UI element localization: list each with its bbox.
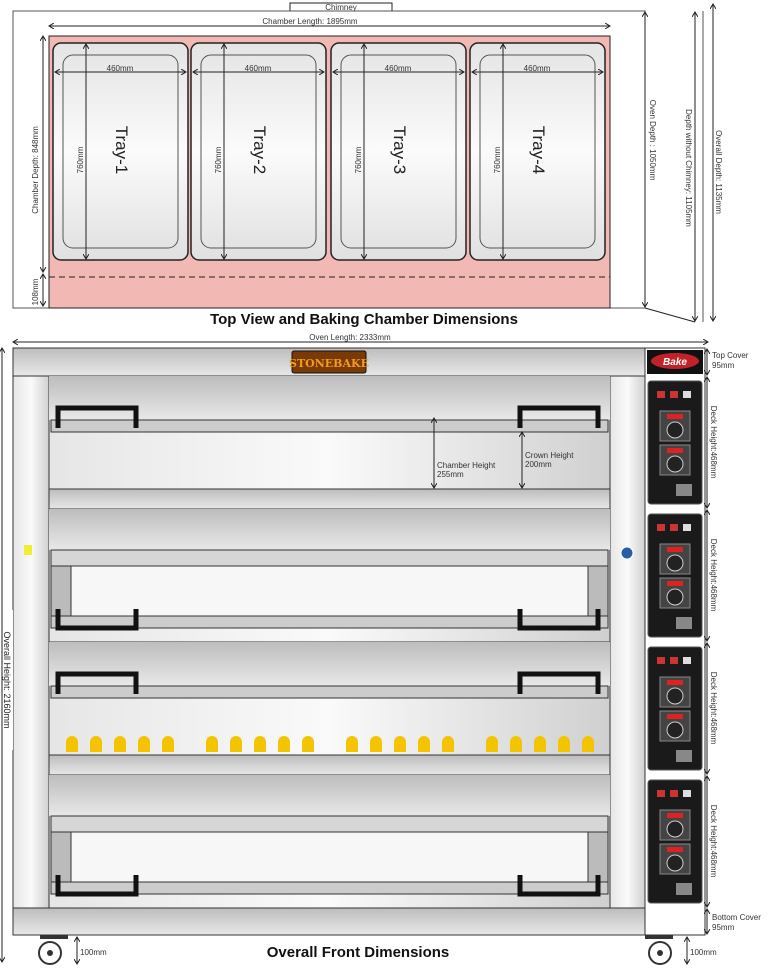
tray-3: 460mm 760mm Tray-3 [330,42,467,261]
tray-depth-label: 760mm [214,146,223,173]
stonebake-logo [291,350,367,374]
control-panel-4[interactable]: Deck Height:468mm [647,776,718,907]
overall-height-label: Overall Height: 2160mm [2,631,12,728]
burner-flame [66,736,78,752]
chimney-label: Chimney [325,3,357,12]
tray-label: Tray-1 [112,126,131,175]
temperature-knob-icon[interactable] [666,820,684,838]
tray-2: 460mm 760mm Tray-2 [190,42,327,261]
burner-flame [558,736,570,752]
chamber-length-label: Chamber Length: 1895mm [262,17,358,26]
leg-height-left: 100mm [80,948,107,957]
tray-depth-label: 760mm [354,146,363,173]
deck-height-label: Deck Height:468mm [709,805,718,878]
deck-3 [48,641,611,776]
tray-label: Tray-4 [529,126,548,175]
stonebake-logo-text: STONEBAKE [289,357,369,370]
leg-height-right: 100mm [690,948,717,957]
burner-flame [442,736,454,752]
burner-flame [510,736,522,752]
burner-flame [302,736,314,752]
crown-height-label: Crown Height [525,451,574,460]
door-handle[interactable] [55,671,139,694]
panel-logo-text: Bake [663,357,687,368]
deck-height-label: Deck Height:468mm [709,539,718,612]
steam-valve-icon[interactable] [620,546,634,560]
temperature-knob-icon[interactable] [666,421,684,439]
control-panel-1[interactable]: Deck Height:468mm [647,377,718,508]
tray-depth-label: 760mm [76,146,85,173]
door-handle[interactable] [55,405,139,428]
burner-flame [534,736,546,752]
burner-flame [370,736,382,752]
tray-width-label: 460mm [245,64,272,73]
deck-1 [48,375,611,510]
right-post [609,375,646,909]
bottom-cover-label: Bottom Cover [712,913,761,922]
door-handle[interactable] [517,405,601,428]
temperature-knob-icon[interactable] [666,721,684,739]
oven-length-label: Oven Length: 2333mm [309,333,391,342]
door-handle[interactable] [517,671,601,694]
bottom-cover [12,907,646,936]
temperature-knob-icon[interactable] [666,588,684,606]
burner-flame [90,736,102,752]
door-handle[interactable] [517,609,601,631]
crown-height-value: 200mm [525,460,552,469]
chamber-height-label: Chamber Height [437,461,496,470]
top-view-title: Top View and Baking Chamber Dimensions [210,311,518,328]
indicator-light-icon [24,545,32,555]
deck-2 [48,508,611,643]
tray-1: 460mm 760mm Tray-1 [52,42,189,261]
top-view: Chimney Chamber Length: 1895mm 460mm 760m… [12,2,723,328]
caster-left [38,935,68,965]
deck-height-label: Deck Height:468mm [709,672,718,745]
temperature-knob-icon[interactable] [666,687,684,705]
burner-flame [278,736,290,752]
bottom-cover-value: 95mm [712,923,735,932]
control-panel-3[interactable]: Deck Height:468mm [647,643,718,774]
tray-width-label: 460mm [524,64,551,73]
burner-flame [346,736,358,752]
temperature-knob-icon[interactable] [666,554,684,572]
chamber-depth-label: Chamber Depth: 848mm [31,126,40,214]
temperature-knob-icon[interactable] [666,455,684,473]
tray-depth-label: 760mm [493,146,502,173]
burner-flame [582,736,594,752]
oven-depth-label: Oven Depth : 1050mm [648,100,657,181]
burner-flame [230,736,242,752]
burner-flame [114,736,126,752]
front-view-title: Overall Front Dimensions [267,944,450,961]
tray-label: Tray-3 [390,126,409,175]
burner-flame [206,736,218,752]
overall-height-label-backing [3,610,13,750]
front-view: Oven Length: 2333mm STONEBAKE Bake Deck … [2,333,761,965]
deck-4 [48,774,611,909]
tray-width-label: 460mm [107,64,134,73]
door-handle[interactable] [55,875,139,897]
tray-4: 460mm 760mm Tray-4 [469,42,606,261]
door-handle[interactable] [517,875,601,897]
door-handle[interactable] [55,609,139,631]
depth-without-chimney-label: Depth without Chimney: 1105mm [684,109,693,227]
front-margin-label: 108mm [31,278,40,305]
tray-width-label: 460mm [385,64,412,73]
top-cover-value: 95mm [712,361,735,370]
burner-flame [486,736,498,752]
caster-right [645,935,673,965]
overall-depth-label: Overall Depth: 1135mm [714,130,723,214]
chamber-height-value: 255mm [437,470,464,479]
control-panel-2[interactable]: Deck Height:468mm [647,510,718,641]
burner-flame [162,736,174,752]
temperature-knob-icon[interactable] [666,854,684,872]
burner-flame [394,736,406,752]
left-post [12,375,50,909]
burner-flame [138,736,150,752]
deck-height-label: Deck Height:468mm [709,406,718,479]
burner-flame [254,736,266,752]
top-cover-label: Top Cover [712,351,749,360]
tray-label: Tray-2 [250,126,269,175]
burner-flame [418,736,430,752]
